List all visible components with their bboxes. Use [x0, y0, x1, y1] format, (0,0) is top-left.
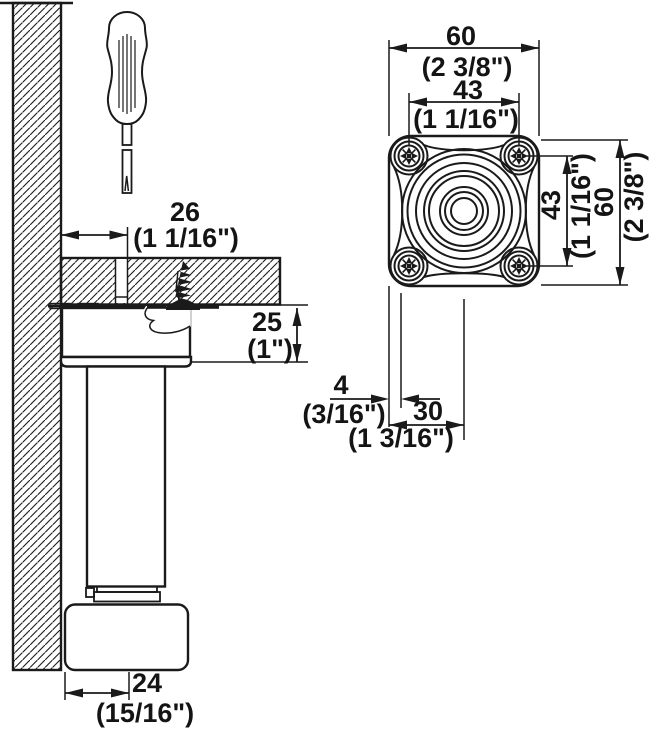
dim-edge-to-center: 30 (1 3/16")	[348, 299, 465, 453]
dim-24-inch: (15/16")	[96, 698, 194, 728]
dim-plate-height: 60 (2 3/8")	[541, 139, 649, 286]
dim-foot-radius: 24 (15/16")	[64, 668, 194, 728]
dim-60h-mm: 60	[589, 187, 619, 217]
dim-collar-height: 25 (1")	[192, 304, 308, 364]
dim-plate-width: 60 (2 3/8")	[388, 21, 540, 136]
wall-section	[11, 1, 63, 672]
dim-60w-inch: (2 3/8")	[422, 52, 513, 82]
top-view	[387, 93, 573, 288]
dim-hole-offset: 26 (1 1/16")	[61, 197, 239, 258]
dim-43w-inch: (1 1/16")	[413, 104, 519, 134]
dim-screw-spacing-v: 43 (1 1/16")	[536, 153, 596, 266]
screw-bottom-left	[389, 246, 429, 286]
screw-bottom-right	[499, 246, 539, 286]
leg-collar	[59, 306, 193, 368]
screw-icon	[147, 261, 219, 310]
dim-4-inch: (3/16")	[302, 399, 385, 429]
dim-25-inch: (1")	[247, 334, 293, 364]
dim-30-inch: (1 3/16")	[348, 423, 454, 453]
pilot-hole	[114, 258, 129, 304]
leg-foot	[63, 603, 190, 672]
screw-top-left	[389, 136, 429, 176]
break-squiggle	[144, 306, 191, 334]
screwdriver-icon	[106, 10, 148, 194]
leg-tube	[85, 365, 167, 588]
dim-60h-inch: (2 3/8")	[619, 152, 649, 243]
dim-43w-mm: 43	[453, 75, 483, 105]
dim-26-mm: 26	[170, 197, 200, 227]
bottom-panel-section	[59, 256, 282, 306]
dim-30-mm: 30	[413, 396, 443, 426]
dim-screw-spacing-h: 43 (1 1/16")	[409, 75, 519, 134]
dim-25-mm: 25	[252, 307, 282, 337]
dim-edge-gap: 4 (3/16")	[302, 286, 440, 429]
screw-top-right	[499, 136, 539, 176]
dim-43h-mm: 43	[536, 190, 566, 220]
cutaway-area	[143, 306, 191, 334]
side-view	[0, 1, 282, 672]
corner-screws	[389, 136, 539, 286]
dim-24-mm: 24	[132, 668, 162, 698]
dim-26-inch: (1 1/16")	[133, 223, 239, 253]
center-boss-circles	[401, 148, 527, 274]
plate-outline	[387, 134, 541, 288]
dim-4-mm: 4	[333, 370, 348, 400]
dim-43h-inch: (1 1/16")	[566, 153, 596, 259]
adjuster-ring	[85, 585, 161, 603]
dim-60w-mm: 60	[446, 21, 476, 51]
